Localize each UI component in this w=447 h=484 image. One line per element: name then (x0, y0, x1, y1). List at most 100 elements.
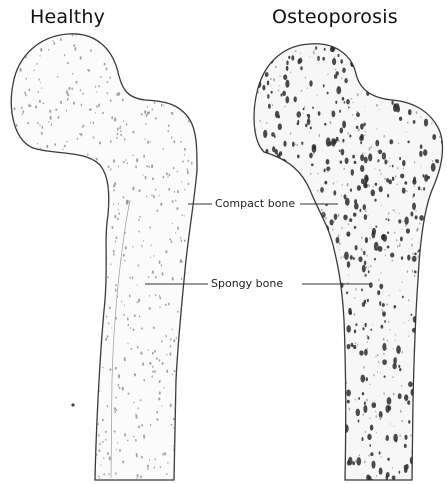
osteo-pore (353, 213, 357, 217)
healthy-pore (124, 52, 126, 55)
osteo-pore (350, 188, 352, 191)
healthy-pore (14, 107, 16, 110)
healthy-pore (25, 56, 27, 59)
healthy-pore (152, 352, 153, 354)
osteo-pore (344, 194, 347, 199)
healthy-pore (159, 47, 161, 51)
healthy-pore (150, 141, 151, 143)
osteo-pore (398, 393, 402, 399)
osteo-fine-pore (401, 385, 402, 387)
osteo-pore (404, 435, 407, 440)
osteo-pore (260, 441, 263, 445)
osteo-fine-pore (429, 406, 431, 409)
osteo-pore (303, 108, 305, 111)
osteo-fine-pore (329, 366, 330, 368)
osteo-fine-pore (431, 122, 432, 124)
osteo-pore (324, 123, 326, 126)
healthy-pore (144, 110, 146, 114)
healthy-pore (50, 116, 52, 120)
osteo-pore (420, 255, 422, 259)
osteoporosis-title: Osteoporosis (272, 6, 398, 28)
healthy-pore (151, 194, 153, 196)
osteo-pore (439, 197, 443, 205)
healthy-pore (184, 240, 186, 242)
osteo-fine-pore (437, 362, 438, 364)
osteo-fine-pore (361, 40, 362, 42)
osteo-fine-pore (297, 436, 299, 438)
healthy-pore (192, 82, 193, 84)
osteo-fine-pore (429, 391, 431, 394)
osteo-fine-pore (424, 81, 425, 84)
osteo-pore (321, 404, 325, 409)
healthy-pore (14, 264, 16, 266)
osteo-pore (318, 111, 321, 116)
healthy-pore (133, 85, 134, 87)
healthy-pore (24, 91, 26, 94)
osteo-fine-pore (366, 266, 367, 268)
healthy-pore (55, 155, 57, 157)
osteo-fine-pore (263, 333, 265, 336)
healthy-pore (27, 313, 29, 316)
osteo-pore (271, 424, 276, 433)
healthy-pore (181, 344, 182, 346)
healthy-pore (69, 480, 70, 483)
healthy-pore (55, 109, 57, 111)
healthy-pore (47, 321, 48, 323)
osteo-pore (322, 57, 325, 61)
osteo-pore (272, 146, 275, 152)
osteo-fine-pore (338, 234, 340, 237)
healthy-pore (26, 189, 28, 191)
osteo-pore (256, 192, 259, 197)
healthy-pore (17, 189, 19, 192)
osteo-pore (406, 228, 410, 233)
healthy-pore (34, 268, 36, 270)
osteo-pore (271, 414, 273, 418)
healthy-pore (130, 50, 132, 53)
healthy-pore (96, 266, 98, 269)
osteo-fine-pore (329, 140, 330, 141)
osteo-pore (330, 339, 332, 342)
healthy-pore (170, 239, 172, 241)
osteo-fine-pore (427, 402, 428, 403)
osteo-pore (381, 79, 383, 81)
healthy-pore (172, 373, 173, 375)
osteo-pore (339, 150, 341, 152)
healthy-pore (58, 479, 59, 481)
healthy-pore (106, 316, 107, 318)
healthy-pore (41, 315, 42, 317)
osteo-fine-pore (441, 416, 442, 418)
osteo-fine-pore (375, 415, 376, 418)
healthy-pore (103, 473, 105, 476)
osteo-pore (328, 366, 330, 369)
healthy-pore (155, 188, 156, 190)
osteo-fine-pore (381, 90, 382, 91)
healthy-pore (188, 247, 189, 250)
osteo-fine-pore (344, 364, 345, 365)
osteo-pore (309, 242, 313, 249)
osteo-pore (256, 159, 259, 164)
osteo-fine-pore (365, 274, 366, 276)
osteo-fine-pore (300, 192, 302, 195)
osteo-pore (278, 221, 281, 225)
healthy-pore (63, 202, 64, 204)
healthy-pore (192, 373, 194, 375)
healthy-pore (60, 252, 62, 254)
healthy-pore (122, 387, 124, 391)
healthy-pore (68, 87, 70, 90)
healthy-pore (52, 454, 54, 457)
osteo-pore (392, 476, 396, 480)
healthy-pore (39, 255, 41, 257)
healthy-pore (190, 266, 192, 269)
osteo-pore (422, 263, 426, 267)
osteo-pore (348, 457, 352, 466)
healthy-pore (48, 156, 49, 158)
osteo-pore (338, 54, 340, 57)
healthy-pore (115, 479, 117, 482)
healthy-pore (188, 326, 190, 329)
osteo-pore (312, 144, 317, 149)
healthy-pore (38, 91, 39, 93)
osteo-fine-pore (417, 250, 419, 253)
healthy-pore (130, 83, 132, 87)
osteo-fine-pore (398, 213, 399, 215)
osteo-fine-pore (377, 354, 379, 356)
